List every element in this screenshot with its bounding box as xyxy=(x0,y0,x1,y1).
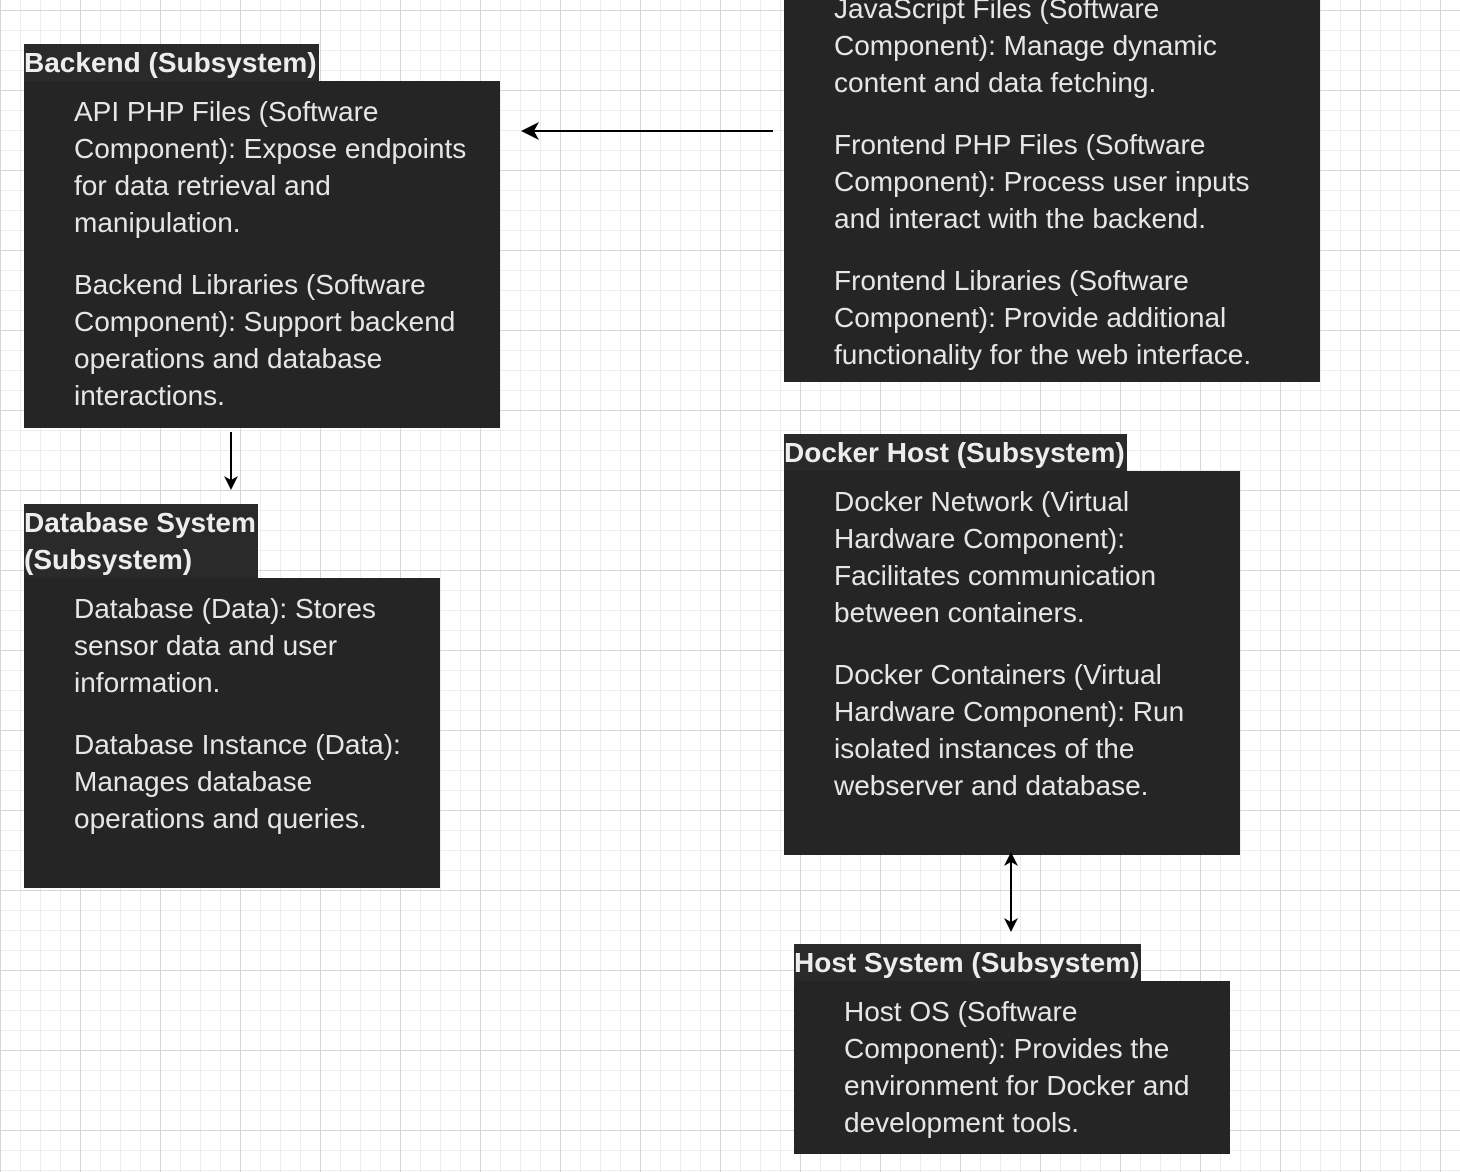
database-item-database: Database (Data): Stores sensor data and … xyxy=(74,593,376,698)
docker-host-item-network: Docker Network (Virtual Hardware Compone… xyxy=(834,486,1157,628)
docker-host-to-host-system-connector[interactable] xyxy=(1004,852,1018,932)
backend-to-database-connector[interactable] xyxy=(224,432,238,490)
docker-host-title[interactable]: Docker Host (Subsystem) xyxy=(784,434,1127,471)
database-item-instance: Database Instance (Data): Manages databa… xyxy=(74,729,401,834)
host-system-item-os: Host OS (Software Component): Provides t… xyxy=(844,996,1190,1138)
docker-host-item-containers: Docker Containers (Virtual Hardware Comp… xyxy=(834,659,1185,801)
frontend-item-libraries: Frontend Libraries (Software Component):… xyxy=(834,265,1252,370)
frontend-item-javascript: JavaScript Files (Software Component): M… xyxy=(834,0,1217,98)
frontend-to-backend-connector[interactable] xyxy=(521,122,773,140)
backend-title[interactable]: Backend (Subsystem) xyxy=(24,44,319,81)
docker-host-arrowhead xyxy=(1004,852,1018,866)
frontend-item-php: Frontend PHP Files (Software Component):… xyxy=(834,129,1250,234)
database-box[interactable]: Database (Data): Stores sensor data and … xyxy=(24,578,440,888)
docker-host-box[interactable]: Docker Network (Virtual Hardware Compone… xyxy=(784,471,1240,855)
backend-item-libraries: Backend Libraries (Software Component): … xyxy=(74,269,456,411)
host-system-box[interactable]: Host OS (Software Component): Provides t… xyxy=(794,981,1230,1154)
host-system-title[interactable]: Host System (Subsystem) xyxy=(794,944,1142,981)
database-arrowhead xyxy=(224,476,238,490)
database-title[interactable]: Database System (Subsystem) xyxy=(24,504,258,578)
host-system-arrowhead xyxy=(1004,918,1018,932)
frontend-box[interactable]: JavaScript Files (Software Component): M… xyxy=(784,0,1320,382)
backend-item-api-php: API PHP Files (Software Component): Expo… xyxy=(74,96,467,238)
backend-box[interactable]: API PHP Files (Software Component): Expo… xyxy=(24,81,500,428)
backend-arrowhead xyxy=(521,122,539,140)
